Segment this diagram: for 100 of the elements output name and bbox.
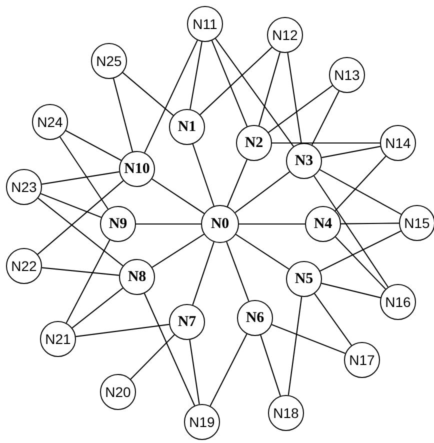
- connector-line: [40, 193, 102, 218]
- connector-line: [272, 324, 346, 354]
- connector-line: [66, 130, 122, 161]
- node-label: N17: [349, 352, 375, 368]
- connector-line: [42, 171, 120, 185]
- connector-line: [312, 90, 340, 146]
- connector-line: [321, 282, 381, 298]
- connector-line: [236, 234, 290, 270]
- node-circle: [329, 57, 365, 93]
- node-circle: [184, 404, 220, 440]
- node-label: N7: [178, 314, 196, 330]
- node-circle: [380, 125, 416, 161]
- node-label: N14: [385, 135, 411, 151]
- connector-line: [334, 156, 386, 212]
- node-circle: [119, 151, 155, 187]
- connector-line: [42, 267, 120, 276]
- connector-line: [130, 334, 175, 380]
- node-label: N5: [294, 270, 314, 288]
- node-circle: [169, 109, 205, 145]
- connector-line: [152, 178, 204, 214]
- connector-line: [239, 223, 305, 225]
- connector-line: [122, 72, 174, 116]
- node-label: N11: [192, 16, 218, 32]
- node-circle: [286, 143, 322, 179]
- node-circle: [305, 206, 341, 242]
- node-circle: [187, 6, 223, 42]
- node-label: N18: [273, 405, 299, 421]
- node-label: N22: [11, 258, 37, 274]
- connector-line: [76, 324, 170, 338]
- node-circle: [32, 104, 68, 140]
- connector-line: [320, 230, 402, 272]
- connector-line: [341, 222, 399, 224]
- node-label: N3: [294, 152, 314, 170]
- connector-line: [144, 40, 198, 153]
- node-circle: [100, 374, 136, 410]
- node-circle: [6, 169, 42, 205]
- connector-line: [190, 42, 202, 110]
- connector-line: [272, 142, 380, 144]
- connector-line: [192, 144, 214, 206]
- connector-line: [260, 334, 281, 396]
- connector-line: [215, 38, 294, 147]
- node-label: N0: [210, 216, 230, 232]
- connector-line: [314, 293, 352, 346]
- node-label: N4: [314, 216, 332, 232]
- connector-line: [112, 78, 134, 152]
- node-label: N23: [11, 179, 37, 195]
- node-circle: [267, 17, 303, 53]
- node-label: N8: [128, 268, 146, 286]
- node-label: N2: [244, 134, 264, 152]
- connector-line: [72, 288, 124, 328]
- connector-line: [322, 146, 380, 158]
- node-circle: [91, 43, 127, 79]
- connector-line: [189, 340, 200, 404]
- node-circle: [286, 261, 322, 297]
- node-label: N6: [246, 310, 264, 326]
- node-label: N19: [189, 414, 215, 430]
- node-circle: [119, 259, 155, 295]
- node-label: N10: [124, 160, 150, 178]
- connector-line: [211, 40, 248, 127]
- connector-line: [60, 136, 108, 210]
- connector-line: [314, 176, 388, 288]
- connector-line: [210, 334, 248, 406]
- connector-line: [37, 180, 124, 255]
- connector-line: [144, 293, 196, 406]
- node-circle: [100, 206, 136, 242]
- node-circle: [40, 321, 76, 357]
- node-label: N20: [105, 384, 131, 400]
- node-label: N24: [37, 114, 63, 130]
- node-circle: [399, 205, 434, 241]
- node-label: N15: [404, 215, 430, 231]
- node-label: N9: [108, 216, 128, 232]
- node-circle: [268, 395, 304, 431]
- connector-line: [200, 46, 272, 116]
- connector-line: [287, 52, 302, 144]
- connector-line: [268, 85, 333, 133]
- connector-line: [226, 159, 248, 207]
- node-circle: [169, 304, 205, 340]
- connector-line: [320, 169, 402, 215]
- connector-line: [192, 242, 214, 306]
- node-circle: [380, 284, 416, 320]
- node-label: N13: [334, 67, 360, 83]
- connector-line: [258, 52, 281, 126]
- node-circle: [236, 125, 272, 161]
- connector-line: [136, 223, 201, 225]
- connector-line: [234, 171, 290, 214]
- node-label: N16: [385, 294, 411, 310]
- connector-line: [152, 234, 204, 268]
- connector-line: [226, 242, 250, 302]
- node-circle: [6, 248, 42, 284]
- connector-line: [288, 296, 302, 396]
- node-label: N21: [45, 331, 71, 347]
- connector-line: [38, 198, 124, 266]
- node-label: N25: [96, 53, 122, 69]
- connector-line: [66, 240, 110, 324]
- node-circle: [201, 205, 239, 243]
- node-label: N1: [178, 118, 196, 136]
- connector-line: [335, 236, 386, 290]
- node-circle: [344, 342, 380, 378]
- node-circle: [237, 300, 273, 336]
- node-label: N12: [272, 27, 298, 43]
